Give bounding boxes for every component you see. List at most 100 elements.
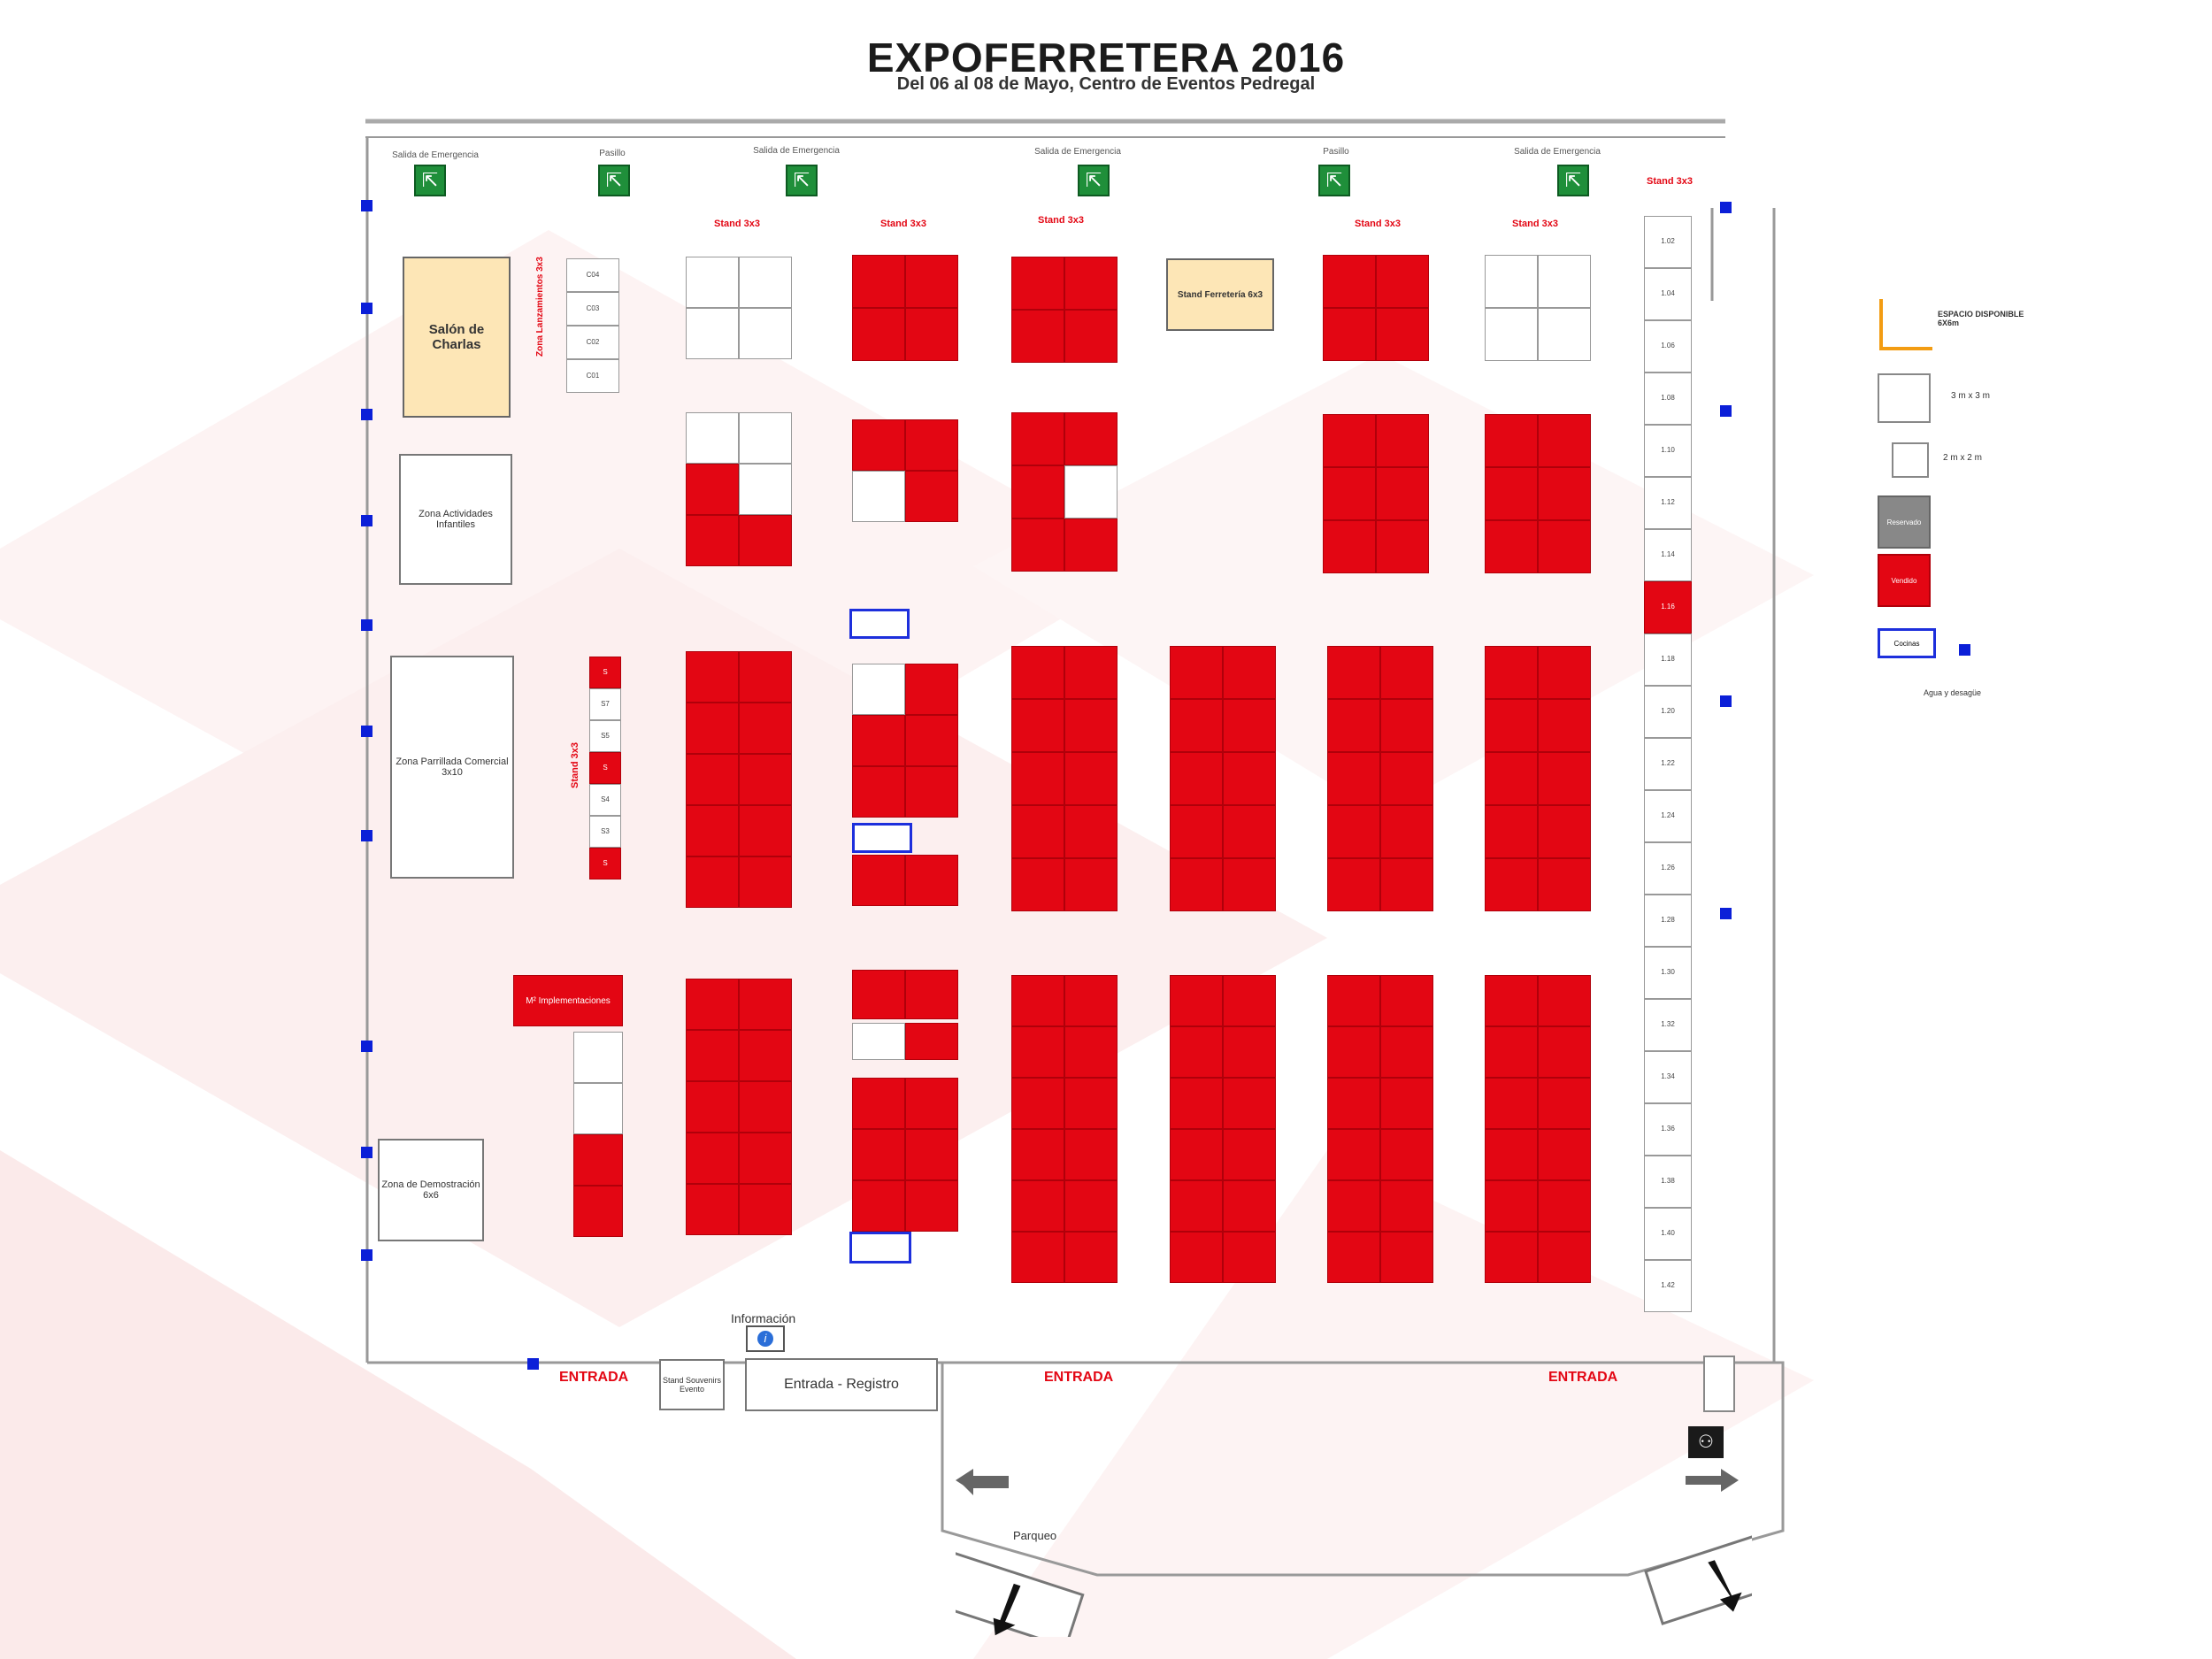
stand-cell[interactable] — [739, 515, 792, 566]
stand-cell[interactable]: C02 — [566, 326, 619, 359]
stand-cell[interactable] — [852, 471, 905, 522]
stand-cell[interactable] — [1223, 646, 1276, 699]
stand-cell[interactable] — [1538, 1129, 1591, 1180]
stand-cell[interactable] — [852, 308, 905, 361]
stand-cell[interactable] — [686, 1133, 739, 1184]
stand-cell[interactable] — [573, 1083, 623, 1134]
stand-cell[interactable] — [739, 805, 792, 856]
stand-cell[interactable] — [739, 412, 792, 464]
stand-cell[interactable]: 1.20 — [1644, 686, 1692, 738]
stand-cell[interactable]: S7 — [589, 688, 621, 720]
stand-cell[interactable] — [1380, 1180, 1433, 1232]
stand-cell[interactable] — [1380, 805, 1433, 858]
stand-cell[interactable] — [1170, 858, 1223, 911]
stand-cell[interactable] — [1064, 1078, 1118, 1129]
stand-cell[interactable] — [1011, 1232, 1064, 1283]
stand-cell[interactable] — [1485, 805, 1538, 858]
stand-cell[interactable] — [1223, 1026, 1276, 1078]
stand-cell[interactable] — [1538, 520, 1591, 573]
stand-cell[interactable] — [739, 856, 792, 908]
stand-cell[interactable] — [1376, 255, 1429, 308]
stand-cell[interactable] — [1064, 257, 1118, 310]
stand-cell[interactable] — [1170, 1026, 1223, 1078]
stand-cell[interactable] — [1327, 752, 1380, 805]
stand-cell[interactable] — [1170, 699, 1223, 752]
stand-cell[interactable] — [1327, 1180, 1380, 1232]
stand-cell[interactable] — [686, 754, 739, 805]
stand-cell[interactable] — [1064, 465, 1118, 518]
stand-cell[interactable] — [686, 257, 739, 308]
stand-cell[interactable] — [1327, 699, 1380, 752]
stand-cell[interactable] — [1064, 1129, 1118, 1180]
stand-cell[interactable] — [1064, 1026, 1118, 1078]
stand-cell[interactable] — [905, 1180, 958, 1232]
souvenir-stand[interactable]: Stand Souvenirs Evento — [659, 1359, 725, 1410]
stand-cell[interactable] — [1011, 518, 1064, 572]
stand-cell[interactable]: 1.36 — [1644, 1103, 1692, 1156]
stand-cell[interactable] — [1223, 752, 1276, 805]
stand-cell[interactable] — [1485, 1232, 1538, 1283]
stand-cell[interactable] — [1064, 646, 1118, 699]
stand-cell[interactable] — [686, 412, 739, 464]
stand-cell[interactable]: 1.16 — [1644, 581, 1692, 634]
stand-cell[interactable] — [1485, 1180, 1538, 1232]
stand-cell[interactable] — [1485, 975, 1538, 1026]
stand-cell[interactable] — [852, 766, 905, 818]
stand-cell[interactable] — [1011, 310, 1064, 363]
stand-cell[interactable] — [1327, 1129, 1380, 1180]
stand-cell[interactable] — [573, 1134, 623, 1186]
stand-cell[interactable] — [852, 1180, 905, 1232]
stand-cell[interactable] — [1485, 1026, 1538, 1078]
stand-cell[interactable] — [905, 471, 958, 522]
stand-cell[interactable] — [852, 1129, 905, 1180]
stand-cell[interactable] — [1064, 858, 1118, 911]
stand-cell[interactable] — [1170, 1078, 1223, 1129]
stand-cell[interactable] — [686, 805, 739, 856]
stand-cell[interactable] — [739, 464, 792, 515]
stand-cell[interactable]: C01 — [566, 359, 619, 393]
stand-cell[interactable] — [905, 664, 958, 715]
stand-cell[interactable] — [852, 855, 905, 906]
stand-cell[interactable]: S4 — [589, 784, 621, 816]
stand-cell[interactable] — [739, 1133, 792, 1184]
stand-cell[interactable]: 1.10 — [1644, 425, 1692, 477]
stand-cell[interactable] — [1327, 1232, 1380, 1283]
stand-cell[interactable] — [1538, 858, 1591, 911]
stand-cell[interactable] — [686, 1184, 739, 1235]
stand-cell[interactable] — [1064, 1180, 1118, 1232]
stand-cell[interactable] — [1327, 1078, 1380, 1129]
stand-cell[interactable]: 1.02 — [1644, 216, 1692, 268]
stand-cell[interactable] — [1327, 858, 1380, 911]
stand-cell[interactable] — [686, 979, 739, 1030]
stand-cell[interactable] — [1064, 310, 1118, 363]
stand-cell[interactable] — [1538, 699, 1591, 752]
stand-cell[interactable] — [1011, 1078, 1064, 1129]
stand-cell[interactable] — [1223, 1078, 1276, 1129]
stand-cell[interactable] — [905, 1023, 958, 1060]
stand-cell[interactable]: 1.22 — [1644, 738, 1692, 790]
stand-cell[interactable]: 1.42 — [1644, 1260, 1692, 1312]
stand-cell[interactable] — [1485, 520, 1538, 573]
stand-cell[interactable] — [739, 257, 792, 308]
stand-cell[interactable] — [1485, 752, 1538, 805]
stand-cell[interactable]: S3 — [589, 816, 621, 848]
stand-cell[interactable] — [852, 1023, 905, 1060]
stand-cell[interactable] — [1538, 975, 1591, 1026]
stand-cell[interactable] — [1538, 467, 1591, 520]
stand-cell[interactable]: C04 — [566, 258, 619, 292]
stand-cell[interactable] — [1223, 1129, 1276, 1180]
stand-cell[interactable] — [1485, 1078, 1538, 1129]
stand-cell[interactable]: 1.34 — [1644, 1051, 1692, 1103]
stand-cell[interactable]: 1.28 — [1644, 895, 1692, 947]
stand-cell[interactable] — [1323, 308, 1376, 361]
stand-cell[interactable]: S5 — [589, 720, 621, 752]
stand-cell[interactable] — [1485, 255, 1538, 308]
stand-cell[interactable] — [1376, 308, 1429, 361]
stand-cell[interactable] — [1323, 520, 1376, 573]
stand-cell[interactable] — [1223, 975, 1276, 1026]
stand-cell[interactable] — [1380, 1078, 1433, 1129]
stand-cell[interactable] — [1538, 414, 1591, 467]
stand-cell[interactable] — [1327, 975, 1380, 1026]
stand-cell[interactable]: 1.32 — [1644, 999, 1692, 1051]
stand-cell[interactable] — [686, 856, 739, 908]
